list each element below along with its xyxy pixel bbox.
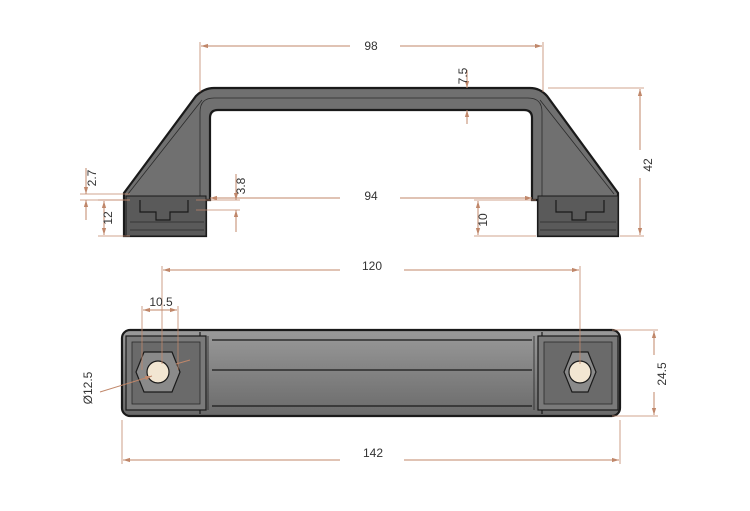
dim-94: 94 xyxy=(210,189,532,203)
dim-bore-label: Ø12.5 xyxy=(81,371,95,404)
dim-3-8: 3.8 xyxy=(196,174,248,232)
dim-94-label: 94 xyxy=(364,189,378,203)
dim-10-5: 10.5 xyxy=(141,295,179,370)
dim-10-5-label: 10.5 xyxy=(149,295,173,309)
right-foot xyxy=(537,195,619,237)
handle-side-rail-2 xyxy=(127,99,615,195)
dim-142-label: 142 xyxy=(363,446,383,460)
dim-120: 120 xyxy=(161,259,581,364)
dim-24-5: 24.5 xyxy=(612,329,669,417)
left-foot xyxy=(125,195,207,237)
right-end xyxy=(537,335,619,411)
top-view: 120 10.5 Ø12.5 24.5 1 xyxy=(81,259,669,464)
side-view: 98 7.5 42 94 3.8 xyxy=(80,39,655,238)
dim-98: 98 xyxy=(199,39,544,92)
right-bore xyxy=(568,360,592,384)
dim-7-5-label: 7.5 xyxy=(456,67,470,84)
dim-10: 10 xyxy=(474,199,536,237)
left-end xyxy=(125,335,207,411)
dim-10-label: 10 xyxy=(476,213,490,227)
dim-42-label: 42 xyxy=(641,158,655,172)
dim-7-5: 7.5 xyxy=(456,67,470,124)
dim-bore: Ø12.5 xyxy=(81,359,191,404)
dim-24-5-label: 24.5 xyxy=(655,362,669,386)
dim-3-8-label: 3.8 xyxy=(234,177,248,194)
left-bore xyxy=(146,360,170,384)
dim-2-7-label: 2.7 xyxy=(85,169,99,186)
dim-98-label: 98 xyxy=(364,39,378,53)
dim-142: 142 xyxy=(121,420,621,464)
dim-12-label: 12 xyxy=(101,211,115,225)
dim-120-label: 120 xyxy=(362,259,382,273)
handle-top-body xyxy=(120,328,622,418)
handle-side-inner-rail xyxy=(199,97,543,198)
dim-42: 42 xyxy=(548,87,655,237)
dim-12: 12 xyxy=(98,199,130,237)
